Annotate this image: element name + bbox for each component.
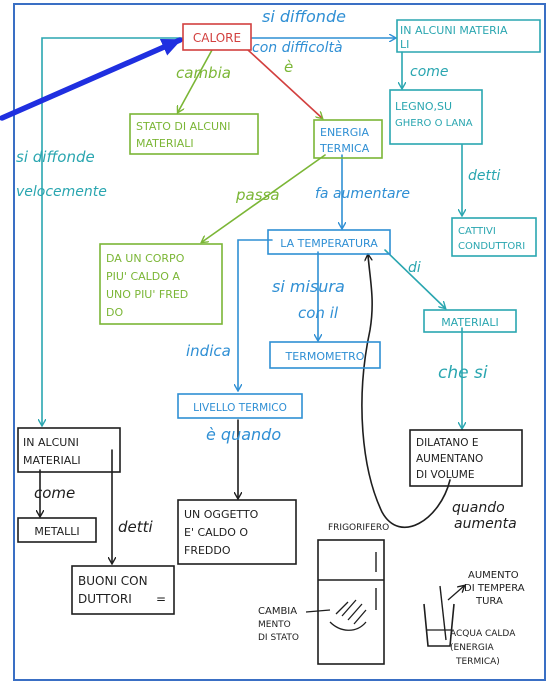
link-left-2: velocemente xyxy=(16,184,107,200)
water-glass-illustration xyxy=(423,585,464,647)
link-come-top: come xyxy=(410,64,449,80)
node-dilatano-3: DI VOLUME xyxy=(416,469,475,481)
node-alcuni-left-2: MATERIALI xyxy=(23,454,81,467)
link-fa-aumentare: fa aumentare xyxy=(315,186,410,202)
node-termometro-label: TERMOMETRO xyxy=(285,350,365,363)
node-legno: LEGNO,SU GHERO O LANA xyxy=(389,89,483,145)
link-labels: si diffonde con difficoltà come detti ca… xyxy=(16,7,517,536)
link-detti-top: detti xyxy=(468,168,500,184)
link-detti-left: detti xyxy=(118,518,154,536)
link-si-misura-2: con il xyxy=(298,304,339,322)
connector-temperatura-livello xyxy=(238,239,273,390)
node-corpo-4: DO xyxy=(106,306,123,319)
link-passa: passa xyxy=(235,186,280,204)
link-left-1: si diffonde xyxy=(16,148,95,166)
node-stato-1: STATO DI ALCUNI xyxy=(136,120,230,133)
link-e: è xyxy=(284,58,293,76)
node-alcuni-left-1: IN ALCUNI xyxy=(23,436,79,449)
node-energia-2: TERMICA xyxy=(319,142,370,155)
node-alcuni-materiali-top-2: LI xyxy=(400,38,409,51)
node-alcuni-materiali-top: IN ALCUNI MATERIA LI xyxy=(396,19,541,53)
fridge-label: FRIGORIFERO xyxy=(328,523,389,533)
fig-cambia-arrow xyxy=(305,609,331,613)
node-stato: STATO DI ALCUNI MATERIALI xyxy=(129,113,259,155)
node-materiali: MATERIALI xyxy=(423,309,517,333)
link-quando-aumenta-1: quando xyxy=(452,500,505,516)
fig-aumento-2: DI TEMPERA xyxy=(464,583,525,594)
node-energia-termica: ENERGIA TERMICA xyxy=(313,119,383,159)
connector-loop-temperatura xyxy=(361,255,451,529)
node-calore-label: CALORE xyxy=(193,31,241,45)
fig-aumento-3: TURA xyxy=(475,596,503,607)
fig-cambia-1: CAMBIA xyxy=(258,606,297,617)
link-cambia: cambia xyxy=(176,64,231,82)
node-legno-2: GHERO O LANA xyxy=(395,118,473,129)
node-corpo-3: UNO PIU' FRED xyxy=(106,288,188,301)
node-calore: CALORE xyxy=(182,23,252,51)
node-buoni-eq: = xyxy=(156,592,166,606)
node-dilatano-1: DILATANO E xyxy=(416,437,479,449)
connector-temperatura-materiali xyxy=(384,249,445,308)
connector-root-energia xyxy=(247,49,322,118)
fig-aumento: AUMENTO DI TEMPERA TURA xyxy=(464,570,525,607)
link-root-right-2: con difficoltà xyxy=(252,40,343,56)
ice-hand-icon xyxy=(329,599,367,631)
connector-energia-corpo xyxy=(202,154,326,242)
connector-root-left xyxy=(42,37,186,425)
fridge-illustration: FRIGORIFERO xyxy=(317,523,389,665)
node-cattivi-conduttori: CATTIVI CONDUTTORI xyxy=(451,217,537,257)
link-root-right-1: si diffonde xyxy=(262,7,346,26)
node-temperatura: LA TEMPERATURA xyxy=(267,229,391,255)
node-da-un-corpo: DA UN CORPO PIU' CALDO A UNO PIU' FRED D… xyxy=(99,243,223,325)
node-dilatano-2: AUMENTANO xyxy=(416,453,483,465)
link-e-quando: è quando xyxy=(206,425,281,444)
glass-body xyxy=(423,603,455,647)
heat-arrow xyxy=(447,586,464,601)
fridge-body xyxy=(317,539,385,665)
fig-acqua-1: ACQUA CALDA xyxy=(450,629,516,639)
node-oggetto-3: FREDDO xyxy=(184,544,231,557)
fig-cambia-2: MENTO xyxy=(258,620,291,630)
node-alcuni-materiali-left: IN ALCUNI MATERIALI xyxy=(17,427,121,473)
node-livello-termico: LIVELLO TERMICO xyxy=(177,393,303,419)
node-oggetto-1: UN OGGETTO xyxy=(184,508,259,521)
link-si-misura-1: si misura xyxy=(272,277,345,296)
glass-rod xyxy=(439,585,447,641)
link-come-left: come xyxy=(34,484,75,502)
node-dilatano: DILATANO E AUMENTANO DI VOLUME xyxy=(409,429,523,487)
node-corpo-1: DA UN CORPO xyxy=(106,252,185,265)
fig-acqua: ACQUA CALDA (ENERGIA TERMICA) xyxy=(450,629,516,667)
pointer-arrow xyxy=(0,37,183,121)
node-metalli-label: METALLI xyxy=(34,525,79,538)
node-corpo-2: PIU' CALDO A xyxy=(106,270,180,283)
link-quando-aumenta-2: aumenta xyxy=(454,516,517,532)
node-buoni-2: DUTTORI xyxy=(78,592,132,606)
fig-cambia-3: DI STATO xyxy=(258,633,299,643)
node-buoni-1: BUONI CON xyxy=(78,574,148,588)
node-metalli: METALLI xyxy=(17,517,97,543)
node-temperatura-label: LA TEMPERATURA xyxy=(280,237,378,250)
fig-acqua-2: (ENERGIA xyxy=(450,643,494,653)
node-energia-1: ENERGIA xyxy=(320,126,370,139)
node-cattivi-2: CONDUTTORI xyxy=(458,241,525,252)
connectors xyxy=(0,37,462,563)
node-cattivi-1: CATTIVI xyxy=(458,226,496,237)
fig-aumento-1: AUMENTO xyxy=(468,570,519,581)
node-stato-2: MATERIALI xyxy=(136,137,194,150)
link-che-si: che si xyxy=(438,363,488,383)
fig-cambiamento: CAMBIA MENTO DI STATO xyxy=(258,606,331,643)
node-termometro: TERMOMETRO xyxy=(269,341,381,369)
link-indica: indica xyxy=(186,342,231,360)
link-di: di xyxy=(408,260,421,276)
node-livello-label: LIVELLO TERMICO xyxy=(193,402,287,414)
connector-root-stato xyxy=(178,49,213,112)
node-legno-1: LEGNO,SU xyxy=(395,100,452,113)
node-alcuni-materiali-top-1: IN ALCUNI MATERIA xyxy=(400,24,508,37)
node-materiali-label: MATERIALI xyxy=(441,316,499,329)
node-un-oggetto: UN OGGETTO E' CALDO O FREDDO xyxy=(177,499,297,565)
node-buoni-conduttori: BUONI CON DUTTORI = xyxy=(71,565,175,615)
fig-acqua-3: TERMICA) xyxy=(455,657,500,667)
node-oggetto-2: E' CALDO O xyxy=(184,526,248,539)
